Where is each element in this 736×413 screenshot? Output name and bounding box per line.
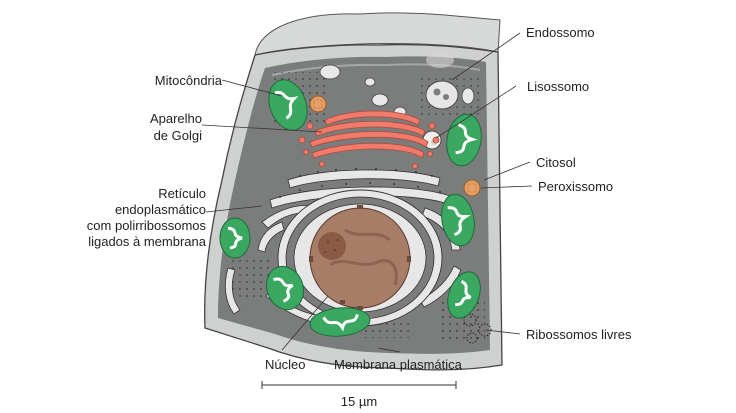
label-golgi-line1: Aparelho [150,111,202,126]
mitochondrion [268,79,308,131]
golgi-apparatus [298,110,440,169]
label-re-line4: ligados à membrana [88,234,207,249]
label-mitocondria: Mitocôndria [155,73,223,88]
leader-lines [201,32,533,353]
free-ribosomes [463,313,492,344]
mitochondrion [446,113,482,167]
label-re-line2: endoplasmático [115,202,206,217]
peroxisome [463,179,481,197]
mitochondrion [447,271,481,319]
label-nucleo: Núcleo [265,357,305,372]
endosomes [319,52,475,118]
label-citosol: Citosol [536,155,576,170]
scale-bar [261,381,457,389]
label-endossomo: Endossomo [526,25,595,40]
peroxisome [309,95,327,113]
mitochondrion [219,217,251,259]
label-peroxissomo: Peroxissomo [538,179,613,194]
label-golgi-line2: de Golgi [154,128,203,143]
cytoplasm-inner-rim [271,63,481,76]
nucleus [309,205,411,310]
label-re-line3: com polirribossomos [87,218,207,233]
label-re-line1: Retículo [158,186,206,201]
mitochondrion [265,265,305,311]
label-membrana: Membrana plasmática [334,357,463,372]
mitochondrion [309,307,371,337]
mitochondrion [441,193,475,247]
label-ribossomos: Ribossomos livres [526,327,632,342]
mitochondria [219,79,482,337]
nucleolus [318,232,346,260]
label-lisossomo: Lisossomo [527,79,589,94]
label-scale: 15 µm [341,394,377,409]
peroxisomes [309,95,481,197]
er-ribosome-dots [279,168,441,198]
